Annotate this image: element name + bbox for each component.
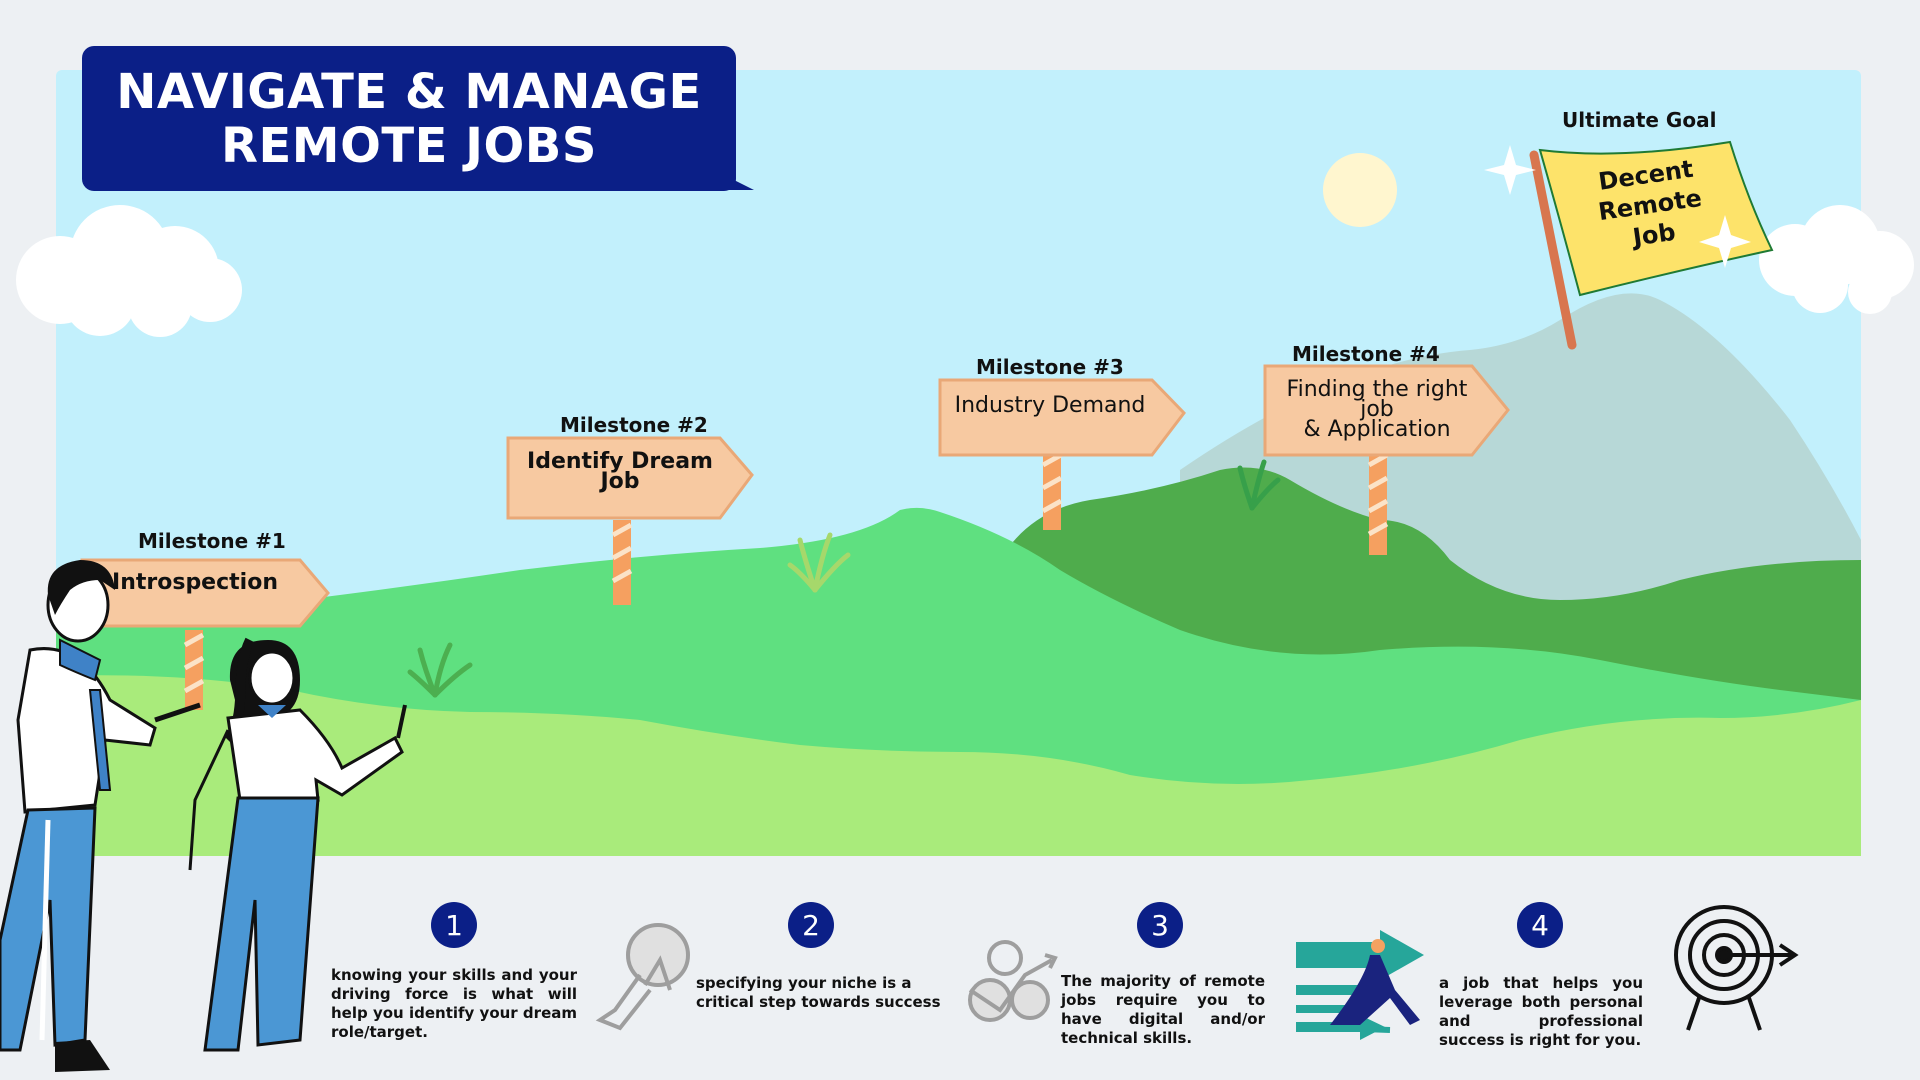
step-2-number: 2 bbox=[788, 902, 834, 948]
step-1-number: 1 bbox=[431, 902, 477, 948]
step-4-description: a job that helps you leverage both perso… bbox=[1439, 974, 1643, 1049]
step-3-description: The majority of remote jobs require you … bbox=[1061, 972, 1265, 1047]
milestone-4-sign-text: Finding the right job & Application bbox=[1272, 377, 1482, 442]
milestone-3-label: Milestone #3 bbox=[976, 355, 1124, 379]
signpost-1 bbox=[80, 558, 330, 710]
milestone-4-sign-line-3: & Application bbox=[1303, 417, 1451, 442]
cloud-right-icon bbox=[1759, 205, 1914, 314]
milestone-2-sign-line-1: Identify Dream bbox=[527, 449, 713, 474]
milestone-3-sign-text: Industry Demand bbox=[954, 393, 1146, 418]
cloud-left-icon bbox=[16, 205, 242, 337]
trophy-hand-icon bbox=[595, 923, 690, 1031]
milestone-1-sign-text: Introspection bbox=[112, 570, 278, 595]
runner-arrows-icon bbox=[1296, 930, 1424, 1040]
target-icon bbox=[1674, 905, 1799, 1031]
sun-icon bbox=[1323, 153, 1397, 227]
goal-flag-text: Decent Remote Job bbox=[1584, 152, 1715, 258]
step-1-description: knowing your skills and your driving for… bbox=[331, 966, 577, 1041]
grass-tuft-icon bbox=[1237, 459, 1281, 511]
signpost-3 bbox=[938, 378, 1186, 530]
grass-tuft-icon bbox=[407, 642, 473, 698]
milestone-1-label: Milestone #1 bbox=[138, 529, 286, 553]
step-3-number: 3 bbox=[1137, 902, 1183, 948]
signpost-2 bbox=[506, 436, 754, 605]
title-line-2: REMOTE JOBS bbox=[221, 117, 597, 174]
milestone-4-label: Milestone #4 bbox=[1292, 342, 1440, 366]
step-4-number: 4 bbox=[1517, 902, 1563, 948]
grass-tuft-icon bbox=[787, 532, 851, 593]
page-title: NAVIGATE & MANAGE REMOTE JOBS bbox=[82, 46, 736, 191]
gears-chart-icon bbox=[968, 940, 1058, 1022]
title-line-1: NAVIGATE & MANAGE bbox=[116, 63, 702, 120]
milestone-2-sign-line-2: Job bbox=[600, 469, 640, 494]
hill-light-green bbox=[56, 675, 1861, 856]
signpost-4 bbox=[1263, 364, 1510, 555]
milestone-2-sign-text: Identify Dream Job bbox=[520, 449, 720, 494]
title-speech-tail bbox=[726, 176, 754, 190]
ultimate-goal-label: Ultimate Goal bbox=[1562, 108, 1717, 132]
sparkle-icon bbox=[1484, 145, 1751, 268]
woman-figure-icon bbox=[188, 637, 407, 1052]
goal-flag-icon bbox=[1529, 140, 1774, 350]
man-figure-icon bbox=[0, 560, 201, 1072]
milestone-4-sign-line-1: Finding the right bbox=[1286, 377, 1468, 402]
milestone-4-sign-line-2: job bbox=[1360, 397, 1394, 422]
step-2-description: specifying your niche is a critical step… bbox=[696, 974, 941, 1011]
milestone-2-label: Milestone #2 bbox=[560, 413, 708, 437]
